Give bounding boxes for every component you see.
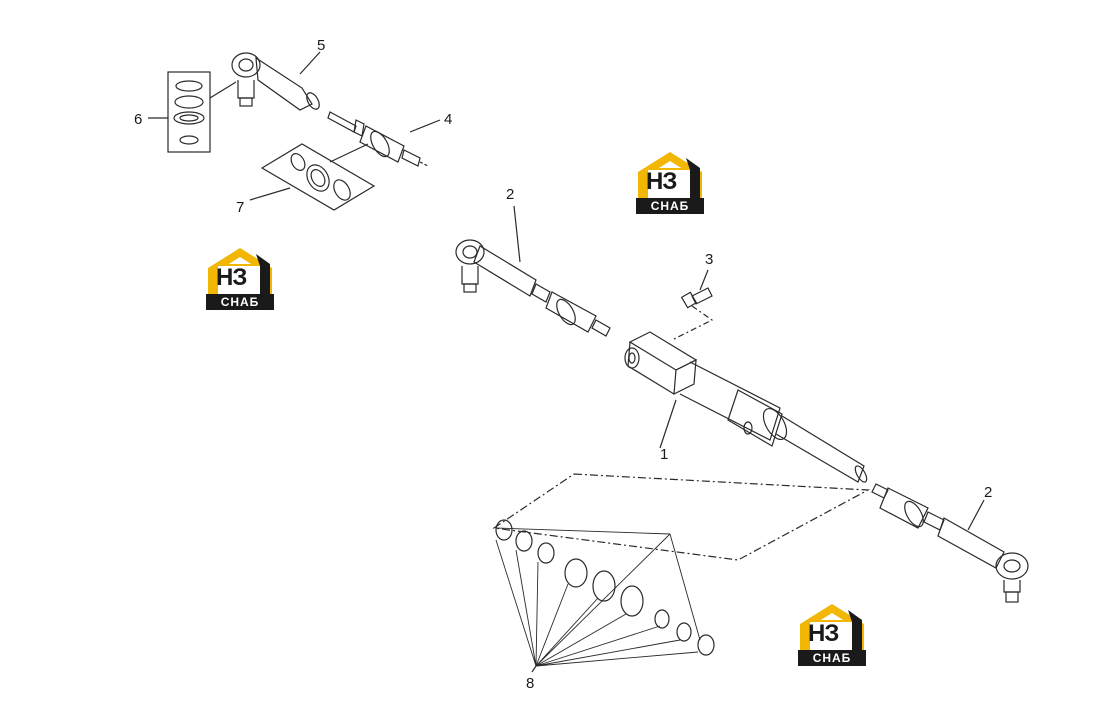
callout-8: 8 xyxy=(526,675,534,692)
watermark-logo-1: НЗ СНАБ xyxy=(634,148,706,216)
connector-rod-part-4 xyxy=(327,111,429,167)
logo-tagline: СНАБ xyxy=(636,198,704,214)
tie-rod-part-2-left xyxy=(455,205,611,337)
callout-5: 5 xyxy=(317,37,325,54)
watermark-logo-2: НЗ СНАБ xyxy=(204,244,276,312)
logo-roof-icon xyxy=(800,604,864,650)
logo-roof-icon xyxy=(208,248,272,294)
callout-6: 6 xyxy=(134,111,142,128)
logo-letters: НЗ xyxy=(808,620,839,647)
logo-tagline: СНАБ xyxy=(206,294,274,310)
logo-letters: НЗ xyxy=(216,264,247,291)
steering-cylinder-part-1 xyxy=(624,331,868,483)
callout-2-left: 2 xyxy=(506,186,514,203)
callout-2-right: 2 xyxy=(984,484,992,501)
callout-7: 7 xyxy=(236,199,244,216)
seal-kit-part-6 xyxy=(167,71,237,153)
tie-rod-end-part-5 xyxy=(231,52,320,111)
seal-kit-part-7 xyxy=(260,143,376,211)
seal-kit-part-8 xyxy=(492,473,871,667)
callout-3: 3 xyxy=(705,251,713,268)
callout-4: 4 xyxy=(444,111,452,128)
logo-tagline: СНАБ xyxy=(798,650,866,666)
bolt-part-3 xyxy=(671,269,714,341)
leader-lines xyxy=(148,51,537,673)
tie-rod-part-2-right xyxy=(871,483,1029,603)
watermark-logo-3: НЗ СНАБ xyxy=(796,600,868,668)
logo-letters: НЗ xyxy=(646,168,677,195)
callout-1: 1 xyxy=(660,446,668,463)
logo-roof-icon xyxy=(638,152,702,198)
